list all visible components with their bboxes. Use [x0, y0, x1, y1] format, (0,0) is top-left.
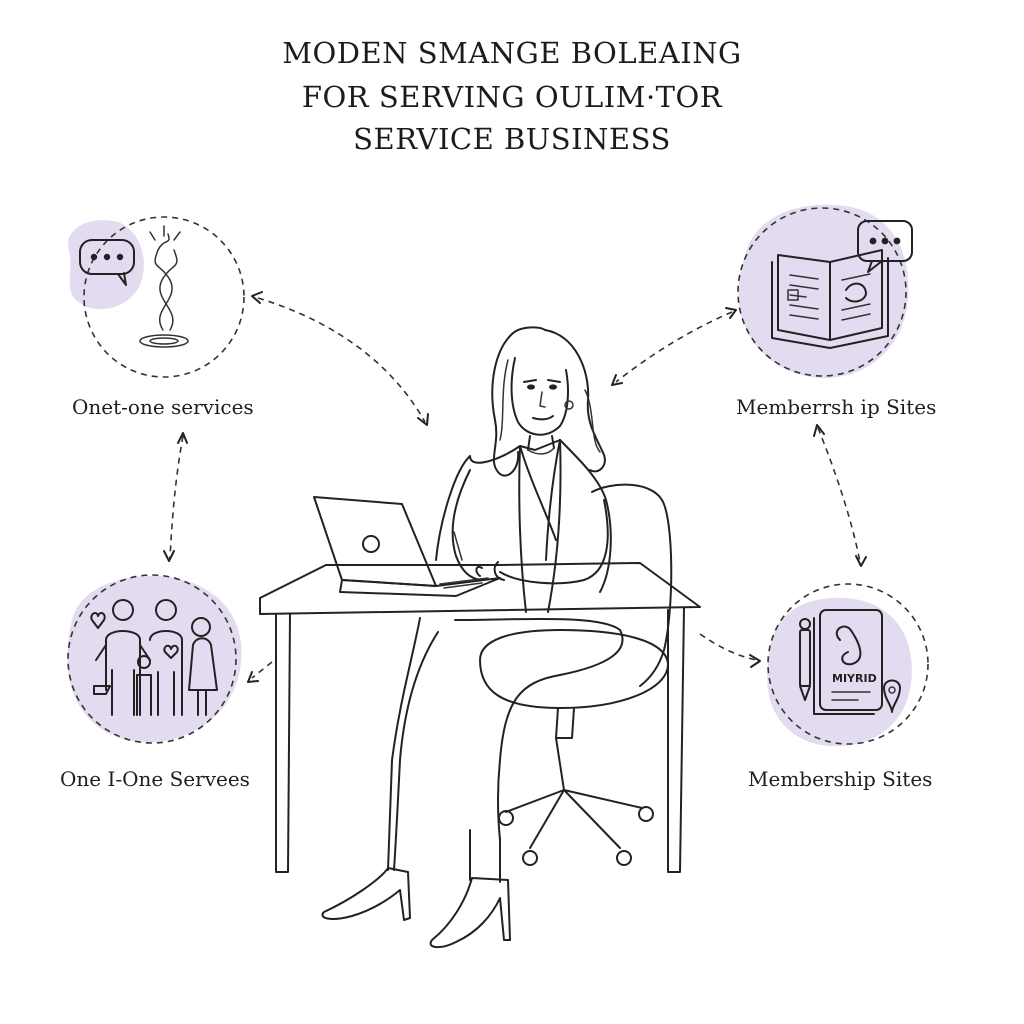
node-ring [767, 583, 929, 745]
heel-left [321, 867, 411, 921]
arrow-center-to-bottom-left [251, 661, 273, 679]
arm-right [499, 499, 609, 585]
node-ring [83, 216, 245, 378]
card-text: MIYRID [832, 672, 877, 685]
title-line-2: FOR SERVING OULIM·TOR [301, 80, 723, 114]
arm-left [451, 469, 481, 581]
title-line-1: MODEN SMANGE BOLEAING [282, 36, 742, 70]
desk-top [259, 562, 701, 615]
connector-arrows [163, 291, 867, 683]
family-group-icon [90, 599, 218, 716]
node-bottom-left [67, 574, 242, 744]
lavender-blob [67, 575, 242, 743]
thigh [454, 617, 624, 841]
location-pin-icon [883, 679, 901, 713]
arrow-center-to-bottom-right [699, 633, 757, 661]
open-book-icon [771, 249, 889, 349]
node-ring [67, 574, 237, 744]
membership-card-icon: MIYRID [813, 609, 883, 715]
chair-seat [479, 629, 669, 709]
desk-leg-left [275, 613, 291, 873]
leg-front [393, 631, 439, 871]
node-ring [737, 207, 907, 377]
arrow-top-left-to-center [257, 297, 426, 423]
speech-bubble-icon [857, 220, 913, 273]
blazer [435, 439, 612, 593]
lavender-blob [68, 220, 144, 310]
node-top-right [737, 204, 913, 378]
laptop-base [339, 577, 501, 597]
chair-back [591, 483, 673, 687]
heel-right [429, 877, 511, 948]
lavender-blob [738, 204, 909, 378]
label-top-right: Memberrsh ip Sites [736, 395, 937, 419]
label-bottom-left: One I-One Servees [60, 767, 250, 791]
arrow-top-left-to-bottom-left [169, 435, 184, 559]
spiral-flame-icon [139, 225, 189, 348]
woman-at-laptop-icon [259, 326, 701, 948]
pen-icon [799, 618, 811, 701]
node-top-left [68, 216, 245, 378]
label-bottom-right: Membership Sites [748, 767, 933, 791]
node-bottom-right: MIYRID [767, 583, 929, 747]
laptop-screen [313, 496, 437, 587]
label-top-left: Onet-one services [72, 395, 254, 419]
speech-bubble-icon [79, 239, 135, 286]
arrow-top-right-to-center [615, 311, 733, 383]
title-line-3: SERVICE BUSINESS [353, 122, 671, 156]
hair [491, 333, 520, 477]
arrow-top-right-to-bottom-right [817, 427, 861, 563]
face [510, 357, 569, 436]
desk-leg-right [667, 607, 685, 873]
